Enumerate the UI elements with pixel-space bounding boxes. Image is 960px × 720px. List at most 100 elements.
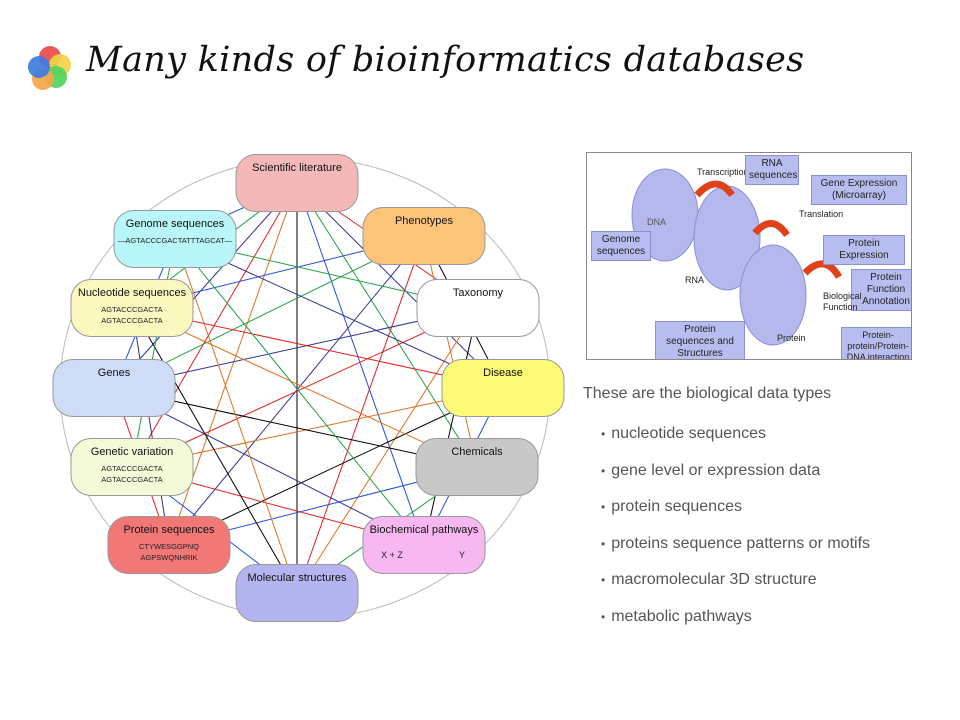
nodes: Scientific literaturePhenotypesTaxonomyD… <box>52 154 565 622</box>
edge-line <box>131 182 298 468</box>
node-phenotypes: Phenotypes <box>362 207 486 265</box>
node-taxonomy: Taxonomy <box>416 279 540 337</box>
node-sublabel: AGTACCCGACTA <box>101 475 162 484</box>
node-sublabel: AGTACCCGACTA <box>101 316 162 325</box>
node-sublabel: CTYWESGGPNQ <box>139 542 199 551</box>
node-label: Genes <box>98 367 131 379</box>
edge-line <box>168 235 425 546</box>
node-label: Phenotypes <box>395 215 454 227</box>
node-label: Protein sequences <box>123 524 215 536</box>
node-box <box>107 516 231 574</box>
edge-line <box>423 307 479 546</box>
edge-line <box>174 238 504 389</box>
list-item-text: gene level or expression data <box>611 461 821 479</box>
node-label: Taxonomy <box>453 287 504 299</box>
edge-line <box>131 307 504 389</box>
node-disease: Disease <box>441 359 565 417</box>
node-label: Nucleotide sequences <box>78 287 187 299</box>
ppi-callout: Protein-protein/Protein-DNA interaction <box>841 327 911 359</box>
central-dogma-figure: Transcription RNA sequences Gene Express… <box>586 152 912 360</box>
node-box <box>416 279 540 337</box>
edge-line <box>296 235 425 594</box>
edge-line <box>131 307 298 594</box>
node-box <box>415 438 539 496</box>
node-biochemical-pathways: Biochemical pathways X + Z Y <box>362 516 486 574</box>
node-label: Disease <box>483 367 523 379</box>
node-box <box>235 564 359 622</box>
arrow-icon <box>802 260 843 279</box>
logo-icon <box>28 46 71 90</box>
arrow-icon <box>694 180 735 198</box>
node-box <box>362 516 486 574</box>
edge-line <box>113 387 425 546</box>
list-item: •metabolic pathways <box>601 607 752 625</box>
node-box <box>235 154 359 212</box>
edge-line <box>131 307 478 468</box>
protein-label: Protein <box>777 333 806 343</box>
node-sublabel: AGTACCCGACTA <box>101 464 162 473</box>
node-sublabel: AGPSWQNHRIK <box>140 553 197 562</box>
edge-line <box>296 307 479 594</box>
gene-expression-callout: Gene Expression (Microarray) <box>811 175 907 205</box>
rna-label: RNA <box>685 275 705 285</box>
edge-line <box>174 238 298 594</box>
list-item: •macromolecular 3D structure <box>601 571 817 588</box>
node-box <box>362 207 486 265</box>
node-scientific-literature: Scientific literature <box>235 154 359 212</box>
node-box <box>70 279 194 337</box>
node-box <box>113 210 237 268</box>
arrow-icon <box>752 220 790 238</box>
intro-text: These are the biological data types <box>583 385 832 402</box>
list-item: •gene level or expression data <box>601 461 821 479</box>
data-type-list: •nucleotide sequences •gene level or exp… <box>601 424 870 643</box>
edge-line <box>296 182 478 468</box>
node-label: Chemicals <box>451 446 503 458</box>
edge-line <box>113 182 298 389</box>
protein-seq-struct-callout: Protein sequences and Structures <box>655 321 745 359</box>
node-genome-sequences: Genome sequences —AGTACCCGACTATTTAGCAT— <box>113 210 237 268</box>
node-label: Molecular structures <box>247 572 347 584</box>
list-item: •nucleotide sequences <box>601 425 766 442</box>
edge-line <box>131 387 504 468</box>
list-item-text: protein sequences <box>611 498 742 515</box>
list-item-text: proteins sequence patterns or motifs <box>611 534 871 552</box>
slide-title: Many kinds of bioinformatics databases <box>86 40 805 80</box>
node-label: Genome sequences <box>126 218 225 230</box>
edge-line <box>131 307 170 546</box>
node-label: Biochemical pathways <box>370 524 479 536</box>
node-sublabel: —AGTACCCGACTATTTAGCAT— <box>118 236 233 245</box>
node-box <box>70 438 194 496</box>
node-sublabel: Y <box>459 550 465 560</box>
list-item-text: macromolecular 3D structure <box>611 571 817 588</box>
edge-line <box>168 387 504 546</box>
genome-sequences-callout: Genome sequences <box>591 231 651 261</box>
node-label: Scientific literature <box>252 162 342 174</box>
rna-sequences-callout: RNA sequences <box>745 155 799 185</box>
edge-line <box>131 238 176 468</box>
list-item: •protein sequences <box>601 498 742 515</box>
node-chemicals: Chemicals <box>415 438 539 496</box>
edge-line <box>174 238 425 546</box>
node-box <box>52 359 176 417</box>
node-sublabel: X + Z <box>381 550 403 560</box>
biological-function-label: Biological Function <box>823 291 862 312</box>
node-label: Genetic variation <box>91 446 174 458</box>
node-box <box>441 359 565 417</box>
list-item-text: nucleotide sequences <box>611 425 766 442</box>
list-item-text: metabolic pathways <box>611 607 752 625</box>
node-sublabel: AGTACCCGACTA <box>101 305 162 314</box>
protein-expression-callout: Protein Expression <box>823 235 905 265</box>
dna-label: DNA <box>647 217 667 227</box>
node-molecular-structures: Molecular structures <box>235 564 359 622</box>
list-item: •proteins sequence patterns or motifs <box>601 534 871 552</box>
node-genes: Genes <box>52 359 176 417</box>
edge-line <box>296 182 425 546</box>
protein-function-callout: Protein Function Annotation <box>851 269 911 311</box>
transcription-label: Transcription <box>697 167 749 177</box>
protein-circle <box>739 244 807 346</box>
